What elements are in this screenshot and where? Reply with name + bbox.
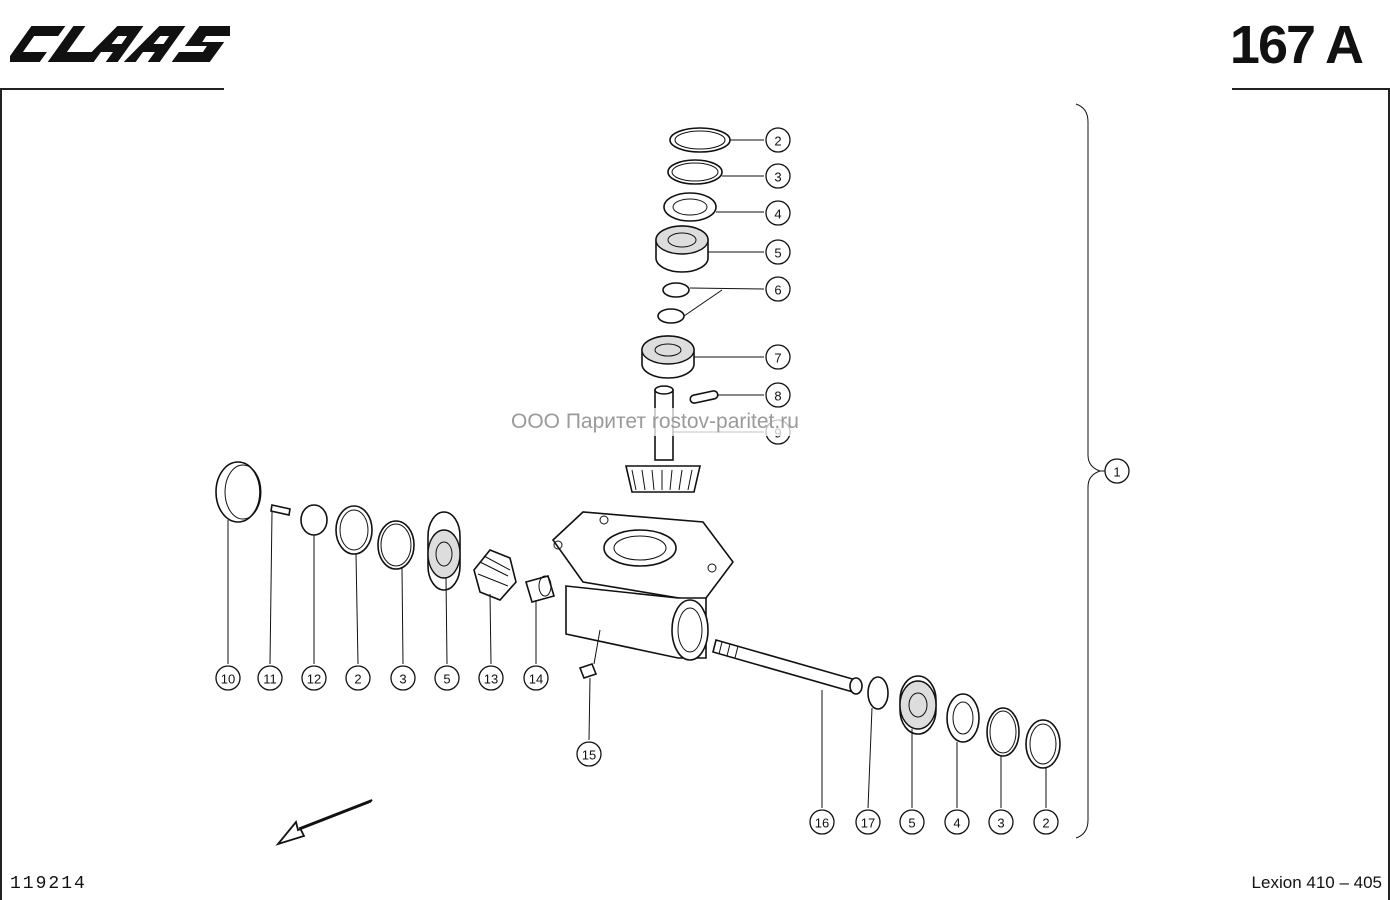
callout-left-11: 11 [257,665,283,691]
callout-stack-5: 5 [765,239,791,265]
svg-text:14: 14 [529,672,543,687]
assembly-bracket [1075,103,1102,839]
callout-left-5: 5 [434,665,460,691]
callout-right-16: 16 [809,809,835,835]
bearing-middle [641,335,695,379]
svg-text:6: 6 [774,283,781,298]
callout-left-2: 2 [345,665,371,691]
watermark: ООО Паритет rostov-paritet.ru [505,408,805,436]
svg-text:5: 5 [908,816,915,831]
callout-stack-2: 2 [765,127,791,153]
key-pin [689,390,719,404]
ring-left [377,520,415,570]
svg-text:15: 15 [582,748,596,763]
cover-cap [215,461,262,523]
page-number: 167 A [1229,15,1364,75]
callout-left-12: 12 [301,665,327,691]
ring-right [986,707,1020,757]
bearing-left [427,511,461,591]
circlip-right-small [867,676,889,710]
shims [657,282,690,324]
callout-right-2: 2 [1033,809,1059,835]
ring-top [667,159,723,185]
svg-text:17: 17 [861,816,875,831]
svg-text:2: 2 [1042,816,1049,831]
header-rule-left [0,88,224,90]
callout-left-10: 10 [215,665,241,691]
callout-stack-6: 6 [765,276,791,302]
callout-right-5: 5 [899,809,925,835]
svg-text:3: 3 [774,170,781,185]
svg-text:16: 16 [815,816,829,831]
callout-stack-8: 8 [765,382,791,408]
callout-left-15: 15 [576,741,602,767]
model-label: Lexion 410 – 405 [1251,873,1382,892]
claas-logo [5,18,238,74]
header-rule-right [1232,88,1390,90]
bolt-small [270,504,291,516]
svg-text:5: 5 [774,246,781,261]
bearing-right [899,675,937,735]
circlip-top [669,127,731,153]
callout-stack-7: 7 [765,344,791,370]
circlip-right [1025,719,1061,769]
sleeve-left [524,575,556,603]
svg-text:3: 3 [997,816,1004,831]
svg-text:3: 3 [399,672,406,687]
svg-text:7: 7 [774,351,781,366]
bevel-pinion-shaft [624,385,702,493]
direction-arrow [275,799,373,846]
claas-logo-mark [5,26,238,62]
frame-right [1388,88,1390,900]
drive-shaft [712,639,863,695]
seal-right [946,693,980,743]
spacer-bush [300,504,328,536]
callout-left-13: 13 [478,665,504,691]
bevel-gear-left [473,549,517,601]
svg-text:11: 11 [263,672,277,687]
callout-right-17: 17 [855,809,881,835]
svg-text:12: 12 [307,672,321,687]
svg-text:5: 5 [443,672,450,687]
svg-text:4: 4 [774,207,781,222]
document-code: 119214 [10,874,87,894]
frame-left [0,88,2,900]
grease-nipple [578,663,598,679]
callout-left-14: 14 [523,665,549,691]
svg-text:2: 2 [354,672,361,687]
seal-top [663,192,717,222]
svg-text:2: 2 [774,134,781,149]
callout-stack-4: 4 [765,200,791,226]
callout-stack-3: 3 [765,163,791,189]
callout-assembly-1: 1 [1104,458,1130,484]
callout-right-4: 4 [944,809,970,835]
bearing-top [655,225,709,273]
callout-left-3: 3 [390,665,416,691]
callout-right-3: 3 [988,809,1014,835]
gearbox-housing [551,511,734,661]
svg-text:10: 10 [221,672,235,687]
svg-text:13: 13 [484,672,498,687]
circlip-left [335,505,373,555]
svg-text:4: 4 [953,816,960,831]
svg-text:8: 8 [774,389,781,404]
svg-text:1: 1 [1113,465,1120,480]
